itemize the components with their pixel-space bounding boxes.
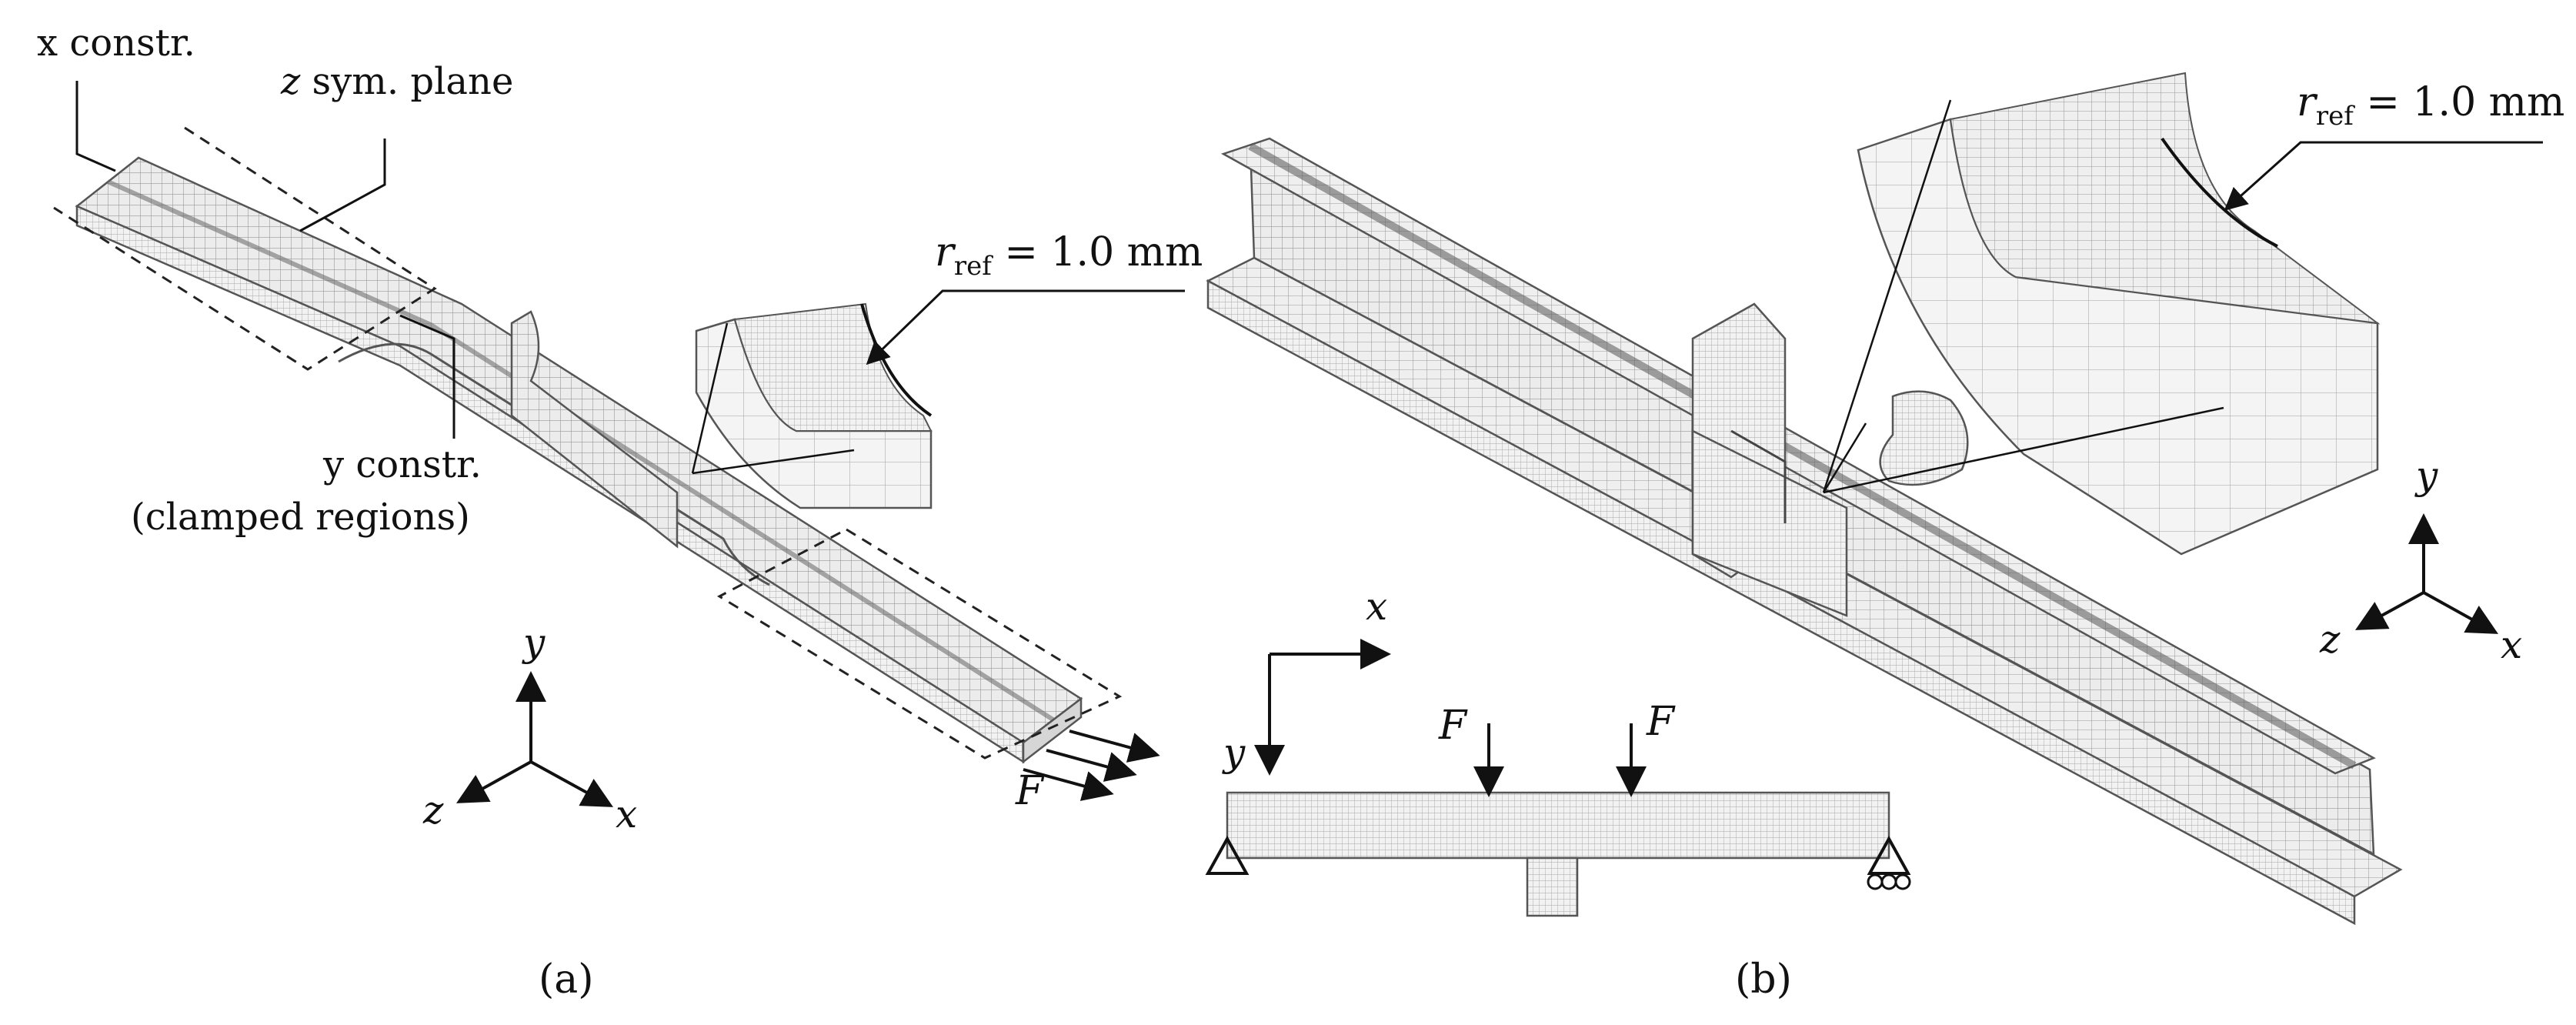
r-ref-a-var: r xyxy=(935,229,956,275)
clamped-regions-label: (clamped regions) xyxy=(131,496,470,539)
sym-plane-z: z xyxy=(280,60,301,103)
force-label-b-left: F xyxy=(1438,703,1468,749)
y-constr-leader xyxy=(399,314,455,439)
sym-plane-text: sym. plane xyxy=(300,60,513,103)
r-ref-label-a: rref = 1.0 mm xyxy=(935,229,1203,282)
caption-a: (a) xyxy=(539,957,594,1003)
y-constr-label: y constr. xyxy=(322,443,482,486)
sym-plane-label: z sym. plane xyxy=(280,60,513,103)
caption-b: (b) xyxy=(1735,957,1792,1003)
r-ref-a-value: = 1.0 mm xyxy=(992,229,1203,275)
weld-detail-mesh xyxy=(1879,390,1969,486)
clamped-region-left xyxy=(53,126,437,371)
notch-tab-mesh xyxy=(510,310,679,549)
beam-axis-y-label: y xyxy=(1222,730,1246,775)
weld-zoom-mesh xyxy=(1822,72,2381,556)
r-ref-b-var: r xyxy=(2297,79,2318,125)
x-constr-label: x constr. xyxy=(37,22,195,65)
r-ref-b-sub: ref xyxy=(2316,101,2355,132)
sym-plane-leader xyxy=(299,139,386,232)
panel-a: x constr. z sym. plane y constr. (clampe… xyxy=(37,22,1203,1003)
panel-b: rref = 1.0 mm y z x x y F F (b) xyxy=(1205,72,2564,1003)
roller-support-icon xyxy=(1867,835,1911,875)
axis-x-label-a: x xyxy=(616,792,637,836)
r-ref-leader-b xyxy=(2224,141,2543,212)
axes-triad-b xyxy=(2354,513,2498,634)
force-label-b-right: F xyxy=(1646,699,1676,745)
r-ref-leader-a xyxy=(866,289,1185,366)
r-ref-b-value: = 1.0 mm xyxy=(2354,79,2564,125)
clamped-region-right xyxy=(716,528,1123,760)
axes-triad-a xyxy=(456,671,614,807)
r-ref-label-b: rref = 1.0 mm xyxy=(2297,79,2564,132)
axis-z-label-b: z xyxy=(2319,617,2341,662)
axis-x-label-b: x xyxy=(2501,623,2522,667)
force-arrows-a xyxy=(1023,730,1160,801)
bending-schematic xyxy=(1205,639,1911,917)
axis-y-label-b: y xyxy=(2414,453,2438,498)
axis-z-label-a: z xyxy=(422,788,444,833)
x-constr-leader xyxy=(75,81,116,172)
axis-y-label-a: y xyxy=(522,620,546,665)
pin-support-icon xyxy=(1205,835,1250,875)
r-ref-a-sub: ref xyxy=(954,251,993,282)
force-label-a: F xyxy=(1015,768,1045,814)
beam-axis-x-label: x xyxy=(1366,584,1387,629)
stiffener-mesh xyxy=(1691,302,1848,617)
